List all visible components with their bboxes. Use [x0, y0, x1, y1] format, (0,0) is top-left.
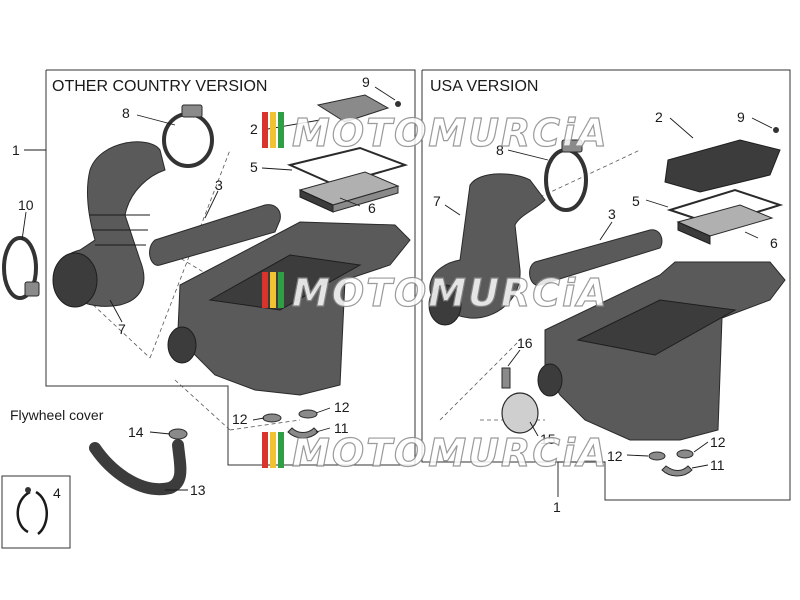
callout-label: 13: [190, 482, 206, 498]
intake-boot-mouth: [52, 252, 98, 308]
callout-label: 1: [12, 142, 20, 158]
hose-clamp: [162, 112, 214, 168]
watermark-text: MOTOMURCiA: [292, 431, 609, 475]
right-panel-frame: [421, 69, 791, 501]
right-callouts: 2 9 8 7 5 3 6 16 15 12 12 11 1: [433, 109, 778, 515]
left-panel-parts: [2, 94, 411, 439]
callout-label: 7: [118, 321, 126, 337]
callout-label: 9: [362, 74, 370, 90]
flywheel-cover-label: Flywheel cover: [10, 407, 104, 423]
left-callouts: 9 8 2 1 3 5 6 10 7 12 12 11 14 13 4: [12, 74, 376, 501]
flywheel-cover-hose: [89, 428, 188, 496]
watermark-top: MOTOMURCiA: [262, 110, 609, 156]
callout-label: 12: [607, 448, 623, 464]
callout-label: 2: [250, 121, 258, 137]
watermark-middle: MOTOMURCiA: [262, 270, 609, 316]
callout-label: 12: [334, 399, 350, 415]
callout-label: 15: [540, 431, 556, 447]
hose-clamp-small: [2, 236, 38, 300]
left-panel-title: OTHER COUNTRY VERSION: [52, 78, 267, 95]
callout-label: 3: [215, 177, 223, 193]
callout-label: 11: [710, 457, 725, 473]
callout-label: 10: [18, 197, 34, 213]
callout-label: 3: [608, 206, 616, 222]
left-panel-frame: [45, 69, 416, 466]
airbox-lid: [316, 94, 390, 123]
right-panel-title: USA VERSION: [430, 78, 538, 95]
watermark-text: MOTOMURCiA: [292, 111, 609, 155]
bottom-left-box: [1, 475, 71, 549]
callout-label: 8: [496, 142, 504, 158]
callout-label: 8: [122, 105, 130, 121]
filter-seal: [286, 146, 409, 187]
breather-ring: [501, 392, 539, 434]
callout-label: 1: [553, 499, 561, 515]
callout-label: 5: [250, 159, 258, 175]
callout-label: 7: [433, 193, 441, 209]
airbox-usa: [544, 261, 786, 441]
intake-duct-usa: [529, 229, 663, 286]
callout-label: 5: [632, 193, 640, 209]
circlip: [16, 490, 48, 535]
intake-duct: [149, 204, 281, 266]
hose-clamp-usa: [544, 148, 588, 212]
airbox-lid-usa: [664, 139, 781, 193]
callout-label: 11: [334, 420, 349, 436]
callout-label: 4: [53, 485, 61, 501]
intake-boot-usa: [429, 173, 546, 319]
callout-label: 12: [710, 434, 726, 450]
callout-label: 6: [770, 235, 778, 251]
right-panel-parts: [428, 127, 786, 477]
callout-label: 12: [232, 411, 248, 427]
callout-label: 9: [737, 109, 745, 125]
callout-label: 6: [368, 200, 376, 216]
watermark-text: MOTOMURCiA: [292, 271, 609, 315]
leader-lines: [21, 86, 773, 497]
callout-label: 14: [128, 424, 144, 440]
watermark-bottom: MOTOMURCiA: [262, 430, 609, 476]
callout-label: 16: [517, 335, 533, 351]
callout-label: 2: [655, 109, 663, 125]
